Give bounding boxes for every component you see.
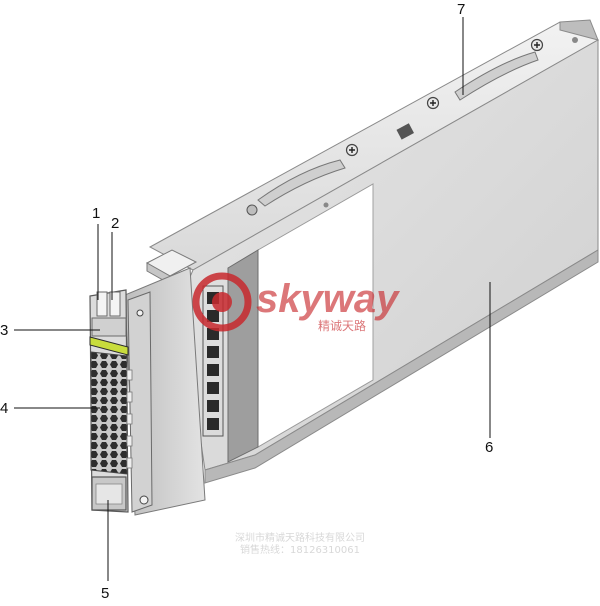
watermark-sub: 精诚天路	[318, 318, 366, 333]
callout-3: 3	[0, 322, 8, 339]
handle-release-latch	[91, 317, 127, 337]
handle-top-screw	[136, 309, 144, 317]
handle-pivot-screw	[139, 495, 149, 505]
callout-6: 6	[485, 439, 493, 456]
grill-side-tabs	[126, 369, 133, 469]
rear-hole	[572, 37, 578, 43]
company-watermark-line2: 销售热线：18126310061	[240, 543, 360, 556]
callout-7: 7	[457, 1, 465, 18]
rail-spring-front	[257, 159, 346, 207]
fault-led	[109, 291, 121, 317]
rail-spring-rear	[454, 51, 539, 101]
callout-2: 2	[111, 215, 119, 232]
bezel-handle-bottom-inner	[95, 483, 123, 505]
activity-led	[96, 291, 108, 317]
status-indicator-strip	[89, 336, 129, 356]
callout-4: 4	[0, 400, 8, 417]
callout-5: 5	[101, 585, 109, 602]
ventilation-grill	[90, 351, 128, 475]
front-bezel	[89, 267, 206, 516]
rail-screw-2	[426, 96, 440, 110]
rail-screw-3	[530, 38, 544, 52]
ladder-frame	[202, 285, 224, 437]
callout-1: 1	[92, 205, 100, 222]
watermark-logo-core	[212, 292, 232, 312]
callout-leaders	[14, 17, 491, 581]
company-watermark-line1: 深圳市精诚天路科技有限公司	[235, 531, 365, 544]
rail-hole-small	[323, 202, 329, 208]
skyway-watermark: skyway 精诚天路	[192, 272, 400, 333]
rail-slot	[396, 123, 414, 140]
rail-screw-1	[345, 143, 359, 157]
watermark-brand: skyway	[256, 277, 400, 321]
watermark-logo-icon	[192, 272, 252, 332]
side-panel-lower-lip	[204, 249, 599, 484]
rail-hole	[246, 204, 258, 216]
drive-carrier	[145, 19, 600, 484]
